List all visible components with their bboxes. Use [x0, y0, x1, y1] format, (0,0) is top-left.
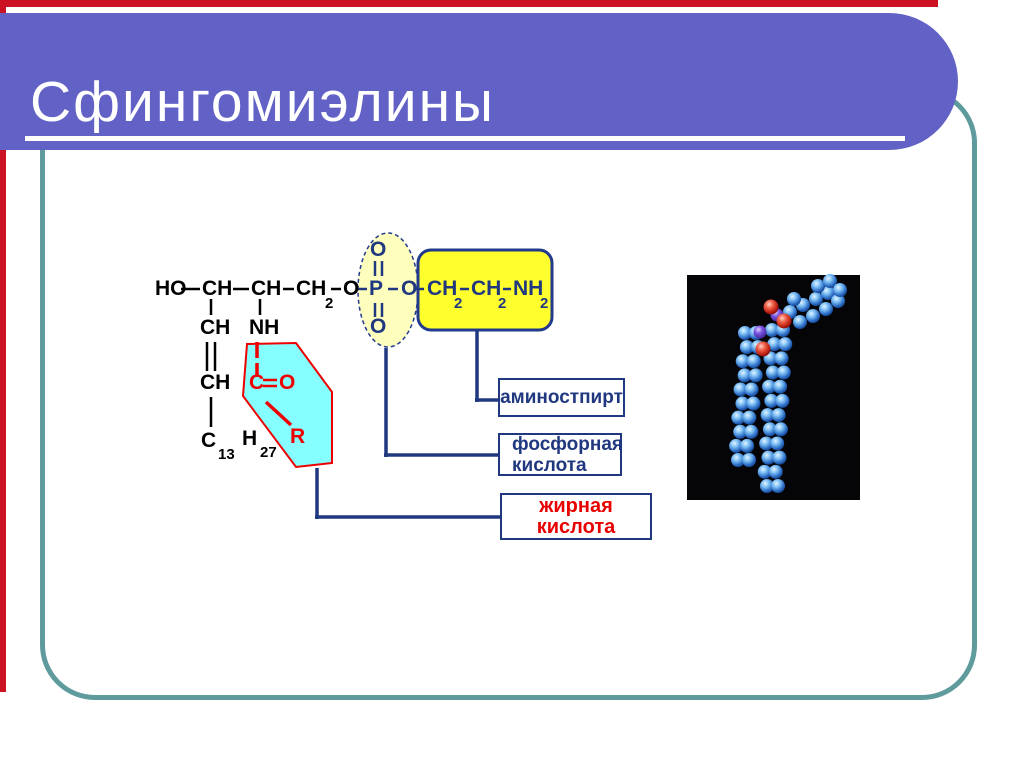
page-title: Сфингомиэлины	[30, 70, 496, 134]
title-bar: Сфингомиэлины	[0, 13, 958, 150]
red-accent-line-top	[0, 0, 938, 7]
red-accent-line-left	[0, 0, 6, 692]
content-panel	[40, 88, 977, 700]
title-underline	[25, 136, 905, 141]
